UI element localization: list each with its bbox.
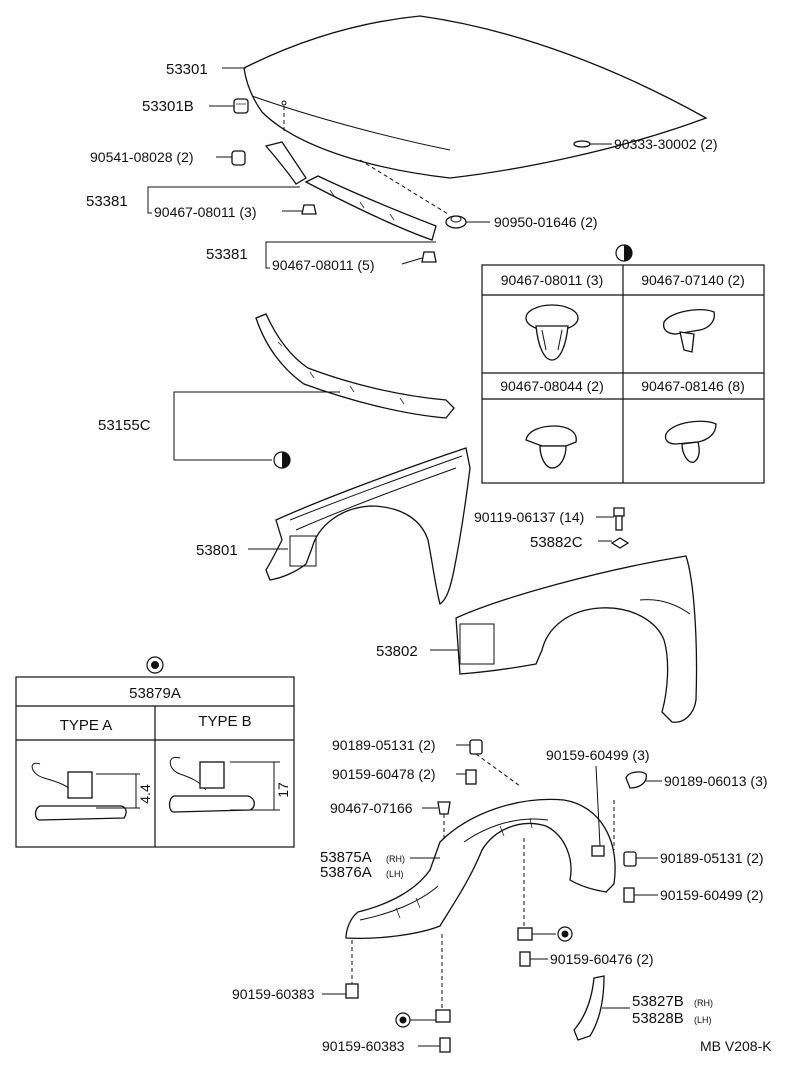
screw-icon bbox=[465, 769, 477, 785]
screw-icon bbox=[623, 887, 635, 903]
hood-label: 53301 bbox=[166, 61, 208, 78]
liner-screw-left-label: 90159-60383 bbox=[232, 986, 315, 1002]
clip-table-cell-2: 90467-07140 (2) bbox=[641, 272, 745, 288]
seal-lower-clip-label: 90467-08011 (5) bbox=[272, 257, 374, 273]
hood-cushion-icon bbox=[233, 98, 249, 114]
fender-liner bbox=[345, 798, 616, 940]
push-clip-icon bbox=[664, 420, 717, 463]
type-a-clip-icon bbox=[31, 762, 140, 821]
half-circle-icon bbox=[615, 244, 633, 262]
screw-icon bbox=[435, 1009, 451, 1023]
type-box-title: 53879A bbox=[129, 685, 181, 702]
bolt-icon bbox=[623, 851, 637, 867]
seal-lower-bracket bbox=[265, 241, 270, 269]
radiator-support-bracket bbox=[173, 391, 178, 461]
screw-icon bbox=[439, 1037, 451, 1053]
type-b-dimension: 17 bbox=[275, 782, 291, 798]
push-clip-icon bbox=[525, 304, 579, 361]
seal-upper-bracket bbox=[147, 186, 152, 214]
liner-screw-right-label: 90159-60499 (2) bbox=[660, 887, 764, 903]
cushion-nut-icon bbox=[231, 150, 246, 166]
hood-grommet-icon bbox=[445, 215, 467, 229]
seal-lower-label: 53381 bbox=[206, 246, 248, 263]
cushion-nut-label: 90541-08028 (2) bbox=[90, 149, 194, 165]
clip-table-cell-1: 90467-08011 (3) bbox=[501, 272, 603, 288]
liner-rh-side: (RH) bbox=[386, 854, 405, 864]
fender-bracket-label: 53882C bbox=[530, 534, 583, 551]
hole-plug-label: 90333-30002 (2) bbox=[614, 136, 718, 152]
target-icon bbox=[557, 926, 573, 942]
hood-seal-upper bbox=[264, 141, 437, 241]
front-fender-rh bbox=[455, 555, 698, 723]
hood-panel bbox=[243, 15, 708, 179]
mudguard-rh-label: 53827B bbox=[632, 993, 684, 1010]
radiator-support-label: 53155C bbox=[98, 417, 151, 434]
type-box bbox=[15, 656, 295, 848]
seal-upper-label: 53381 bbox=[86, 193, 128, 210]
clip-table-cell-4: 90467-08146 (8) bbox=[641, 378, 745, 394]
clip-icon bbox=[421, 251, 437, 263]
liner-screw-b-leader bbox=[595, 765, 601, 847]
screw-icon bbox=[519, 951, 531, 967]
radiator-support-panel bbox=[255, 313, 455, 419]
diagram-code: MB V208-K bbox=[700, 1038, 772, 1054]
hole-plug-icon bbox=[573, 140, 591, 148]
bolt-icon bbox=[469, 739, 483, 755]
mudguard-icon bbox=[573, 975, 605, 1041]
hood-cushion-label: 53301B bbox=[142, 98, 194, 115]
liner-screw-lowest-label: 90159-60383 bbox=[322, 1038, 405, 1054]
fender-lh-label: 53801 bbox=[196, 542, 238, 559]
mudguard-lh-side: (LH) bbox=[694, 1015, 712, 1025]
fender-bolt-label: 90119-06137 (14) bbox=[474, 509, 584, 525]
screw-icon bbox=[345, 983, 359, 999]
front-fender-lh bbox=[265, 447, 471, 606]
liner-lh-label: 53876A bbox=[320, 864, 372, 881]
clip-icon bbox=[437, 801, 451, 815]
liner-nut-c-label: 90189-06013 (3) bbox=[664, 773, 768, 789]
clip-table bbox=[481, 244, 765, 484]
mudguard-lh-label: 53828B bbox=[632, 1010, 684, 1027]
clip-icon bbox=[301, 204, 317, 215]
liner-rh-label: 53875A bbox=[320, 849, 372, 866]
liner-lh-side: (LH) bbox=[386, 869, 404, 879]
push-clip-icon bbox=[525, 425, 577, 469]
target-icon bbox=[146, 656, 164, 674]
target-icon bbox=[395, 1012, 411, 1028]
liner-bolt-right-label: 90189-05131 (2) bbox=[660, 850, 764, 866]
clip-table-cell-3: 90467-08044 (2) bbox=[500, 378, 604, 394]
mudguard-rh-side: (RH) bbox=[694, 998, 713, 1008]
type-b-label: TYPE B bbox=[198, 713, 251, 730]
screw-icon bbox=[591, 845, 605, 857]
push-clip-icon bbox=[662, 308, 716, 353]
screw-icon bbox=[517, 927, 533, 941]
type-a-dimension: 4.4 bbox=[137, 784, 153, 804]
seal-lower-clip-leader bbox=[401, 257, 423, 265]
bolt-icon bbox=[613, 507, 625, 531]
type-a-label: TYPE A bbox=[60, 717, 113, 734]
liner-dash bbox=[475, 753, 521, 787]
liner-screw-b-label: 90159-60499 (3) bbox=[546, 747, 650, 763]
half-circle-icon bbox=[273, 451, 291, 469]
seal-upper-clip-label: 90467-08011 (3) bbox=[154, 204, 256, 220]
liner-bolt-top-label: 90189-05131 (2) bbox=[332, 737, 436, 753]
nut-icon bbox=[625, 771, 647, 789]
fender-rh-label: 53802 bbox=[376, 643, 418, 660]
grommet-label: 90950-01646 (2) bbox=[494, 214, 598, 230]
fender-bracket-icon bbox=[610, 537, 630, 549]
liner-screw-a-label: 90159-60478 (2) bbox=[332, 766, 436, 782]
liner-screw-bottom-label: 90159-60476 (2) bbox=[550, 951, 654, 967]
type-b-clip-icon bbox=[168, 756, 280, 813]
liner-clip-label: 90467-07166 bbox=[330, 800, 413, 816]
grommet-dash bbox=[359, 159, 449, 215]
